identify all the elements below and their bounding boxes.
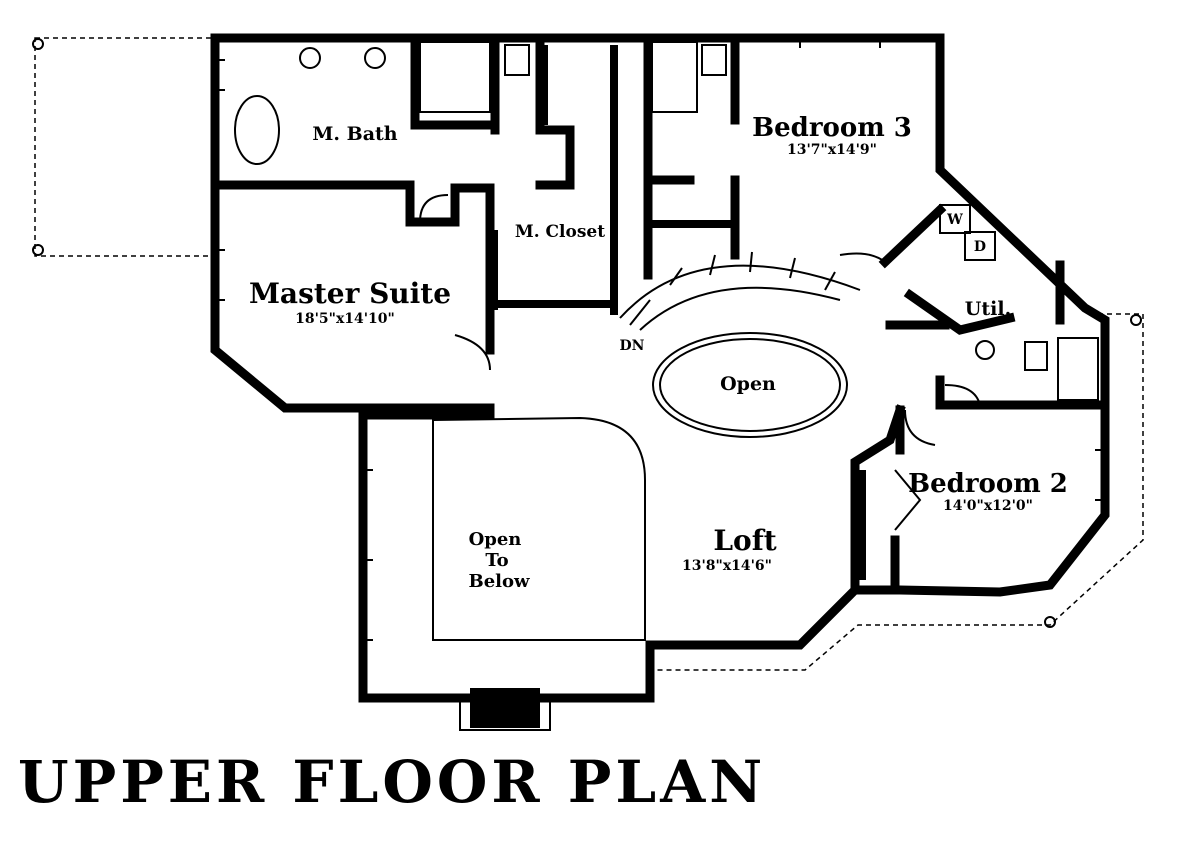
washer-label: W bbox=[946, 212, 963, 228]
room-open-name: Open bbox=[720, 373, 776, 395]
washer bbox=[939, 204, 971, 234]
exterior-walls bbox=[210, 33, 1110, 703]
fireplace bbox=[470, 688, 540, 728]
toilet-2 bbox=[701, 44, 727, 76]
room-master-suite-size: 18'5"x14'10" bbox=[295, 311, 395, 327]
room-loft-name: Loft bbox=[713, 524, 776, 557]
open-to-below-line1: Open bbox=[469, 529, 522, 550]
sink-right bbox=[364, 47, 386, 69]
room-util-name: Util. bbox=[965, 298, 1011, 320]
toilet-3 bbox=[1024, 341, 1048, 371]
room-m-closet-name: M. Closet bbox=[515, 222, 605, 242]
dryer-label: D bbox=[974, 239, 986, 255]
door-swings bbox=[419, 194, 981, 531]
bathtub bbox=[234, 95, 280, 165]
open-to-below-outline bbox=[432, 416, 646, 641]
shower-2 bbox=[651, 41, 698, 113]
room-bedroom3-name: Bedroom 3 bbox=[752, 113, 912, 143]
room-master-suite-name: Master Suite bbox=[249, 277, 451, 310]
shower bbox=[419, 41, 491, 113]
closet-shelving bbox=[490, 45, 866, 580]
bath-fixtures bbox=[234, 41, 1099, 401]
right-deck bbox=[655, 313, 1144, 671]
sink-left bbox=[299, 47, 321, 69]
room-loft-size: 13'8"x14'6" bbox=[682, 558, 772, 574]
interior-walls bbox=[210, 33, 1110, 595]
room-bedroom2-name: Bedroom 2 bbox=[908, 469, 1068, 499]
plan-title: UPPER FLOOR PLAN bbox=[18, 748, 767, 816]
left-balcony bbox=[32, 37, 216, 257]
open-oval bbox=[652, 332, 848, 438]
room-m-bath-name: M. Bath bbox=[312, 123, 397, 145]
sink-3 bbox=[975, 340, 995, 360]
dryer bbox=[964, 231, 996, 261]
room-bedroom3-size: 13'7"x14'9" bbox=[787, 142, 877, 158]
open-to-below-line3: Below bbox=[468, 571, 530, 592]
toilet bbox=[504, 44, 530, 76]
stair-down-label: DN bbox=[620, 338, 645, 354]
fireplace-hearth bbox=[459, 697, 551, 731]
spiral-staircase bbox=[619, 251, 861, 331]
room-bedroom2-size: 14'0"x12'0" bbox=[943, 498, 1033, 514]
windows bbox=[215, 38, 1105, 641]
open-to-below-line2: To bbox=[485, 550, 508, 571]
shower-3 bbox=[1057, 337, 1099, 401]
